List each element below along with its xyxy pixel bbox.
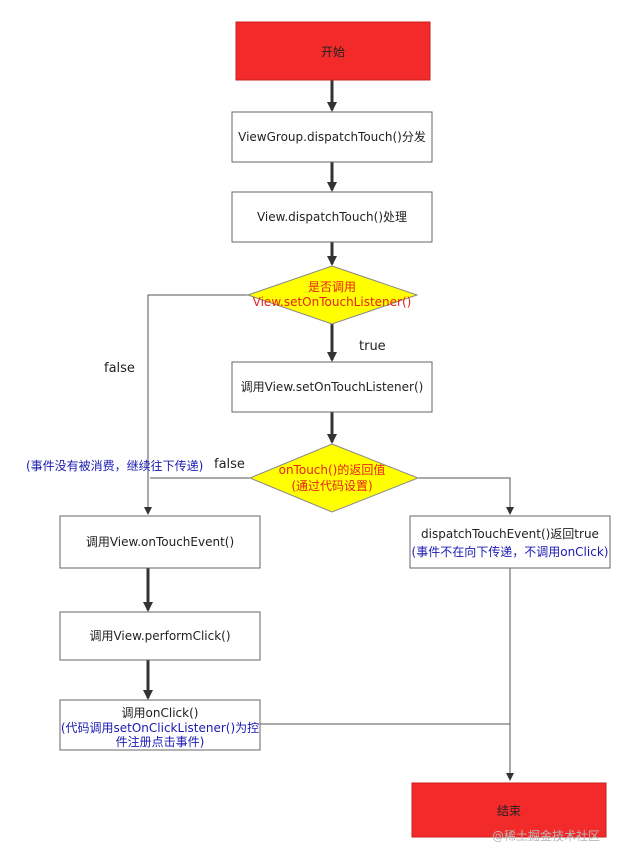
edge-label-false-second: false (214, 457, 245, 472)
decision-ontouch-line2: (通过代码设置) (291, 479, 372, 493)
edge-label-false-left: false (104, 361, 135, 376)
call-listener-node: 调用View.setOnTouchListener() (231, 361, 433, 413)
dispatch-return-true-node: dispatchTouchEvent()返回true (事件不在向下传递，不调用… (409, 515, 611, 569)
decision-listener-line2: View.setOnTouchListener() (253, 295, 412, 309)
decision-ontouch-line1: onTouch()的返回值 (279, 462, 386, 477)
decision-ontouch-node: onTouch()的返回值 (通过代码设置) (248, 443, 420, 513)
on-click-line3: 件注册点击事件) (116, 734, 205, 749)
viewgroup-dispatch-node: ViewGroup.dispatchTouch()分发 (231, 111, 433, 163)
view-dispatch-node: View.dispatchTouch()处理 (231, 191, 433, 243)
start-node: 开始 (235, 21, 431, 81)
on-touch-event-label: 调用View.onTouchEvent() (86, 535, 234, 549)
viewgroup-dispatch-label: ViewGroup.dispatchTouch()分发 (238, 129, 426, 144)
connectors (143, 80, 337, 700)
dispatch-return-true-line2: (事件不在向下传递，不调用onClick) (412, 544, 609, 559)
end-label: 结束 (497, 804, 521, 818)
perform-click-label: 调用View.performClick() (89, 629, 230, 643)
arrow-decision2-true (418, 477, 514, 515)
perform-click-node: 调用View.performClick() (59, 611, 261, 661)
dispatch-return-true-line1: dispatchTouchEvent()返回true (421, 527, 599, 541)
thin-connectors (144, 294, 514, 781)
call-listener-label: 调用View.setOnTouchListener() (241, 380, 424, 394)
watermark: @稀土掘金技术社区 (492, 828, 600, 843)
on-click-line2: (代码调用setOnClickListener()为控 (61, 721, 259, 735)
edge-label-true: true (359, 339, 386, 354)
end-node: 结束 (411, 782, 607, 838)
arrow-decision1-false (144, 294, 248, 515)
decision-listener-node: 是否调用 View.setOnTouchListener() (246, 265, 419, 325)
on-click-line1: 调用onClick() (122, 706, 199, 720)
view-dispatch-label: View.dispatchTouch()处理 (257, 210, 407, 224)
not-consumed-note: (事件没有被消费，继续往下传递) (26, 458, 203, 473)
start-label: 开始 (321, 45, 345, 59)
decision-listener-line1: 是否调用 (308, 280, 356, 294)
on-touch-event-node: 调用View.onTouchEvent() (59, 515, 261, 569)
on-click-node: 调用onClick() (代码调用setOnClickListener()为控 … (59, 699, 261, 751)
